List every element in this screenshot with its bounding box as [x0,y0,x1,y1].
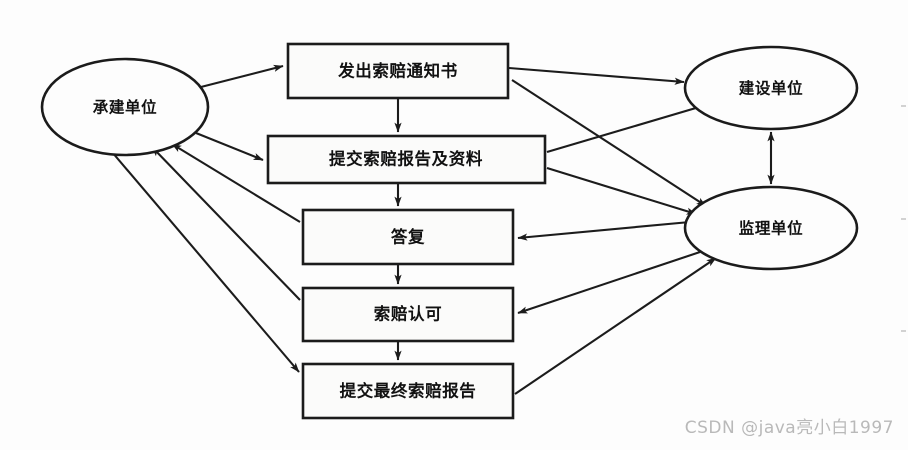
reply-box-shape[interactable] [301,208,515,266]
node-owner[interactable]: 建设单位 [683,45,859,131]
reply-label: 答复 [391,227,425,247]
node-supervisor[interactable]: 监理单位 [683,185,859,271]
supervisor-label: 监理单位 [739,219,803,238]
supervisor-ellipse-shape[interactable] [683,185,859,271]
owner-ellipse-shape[interactable] [683,45,859,131]
node-final-report[interactable]: 提交最终索赔报告 [301,362,515,420]
csdn-watermark: CSDN @java亮小白1997 [684,418,894,438]
scan-edge-mark-bottom [901,330,906,332]
contractor-ellipse-shape[interactable] [40,57,210,157]
scan-edge-mark-top [901,105,906,107]
edge-contractor-to-report [195,132,264,161]
node-layer: 承建单位 建设单位 监理单位 发出索赔通知书 提交索赔报告及资料 [40,42,859,420]
claim-approval-label: 索赔认可 [374,304,442,324]
edge-notice-to-supervisor [511,79,707,207]
edge-approval-to-contractor [151,146,301,301]
node-claim-approval[interactable]: 索赔认可 [301,286,515,343]
edge-report-to-supervisor [546,166,697,216]
node-reply[interactable]: 答复 [301,208,515,266]
edge-notice-to-owner [508,66,685,85]
node-claim-notice[interactable]: 发出索赔通知书 [286,42,510,100]
claim-notice-label: 发出索赔通知书 [337,61,458,81]
claim-report-box-shape[interactable] [266,134,547,185]
edge-contractor-to-notice [196,64,284,90]
final-report-box-shape[interactable] [301,362,515,420]
contractor-label: 承建单位 [93,98,157,117]
edge-final-to-supervisor [514,257,717,395]
claim-notice-box-shape[interactable] [286,42,510,100]
edge-supervisor-to-approval [517,251,701,314]
edge-layer [111,64,775,395]
scan-edge-mark-mid [901,218,906,220]
edge-reply-to-contractor [171,143,301,223]
edge-supervisor-to-reply [517,220,691,241]
claim-approval-box-shape[interactable] [301,286,515,343]
edge-report-to-owner [546,103,707,154]
final-report-label: 提交最终索赔报告 [340,381,477,401]
node-claim-report[interactable]: 提交索赔报告及资料 [266,134,547,185]
claim-report-label: 提交索赔报告及资料 [329,149,483,169]
node-contractor[interactable]: 承建单位 [40,57,210,157]
edge-contractor-to-final [111,151,300,373]
owner-label: 建设单位 [739,79,803,98]
